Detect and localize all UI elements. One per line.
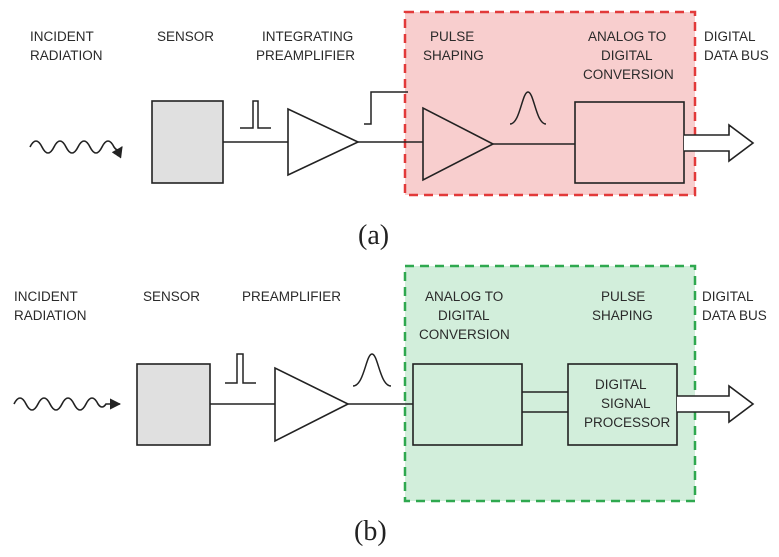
label-a-incident-1: INCIDENT <box>30 29 94 44</box>
panel-a: INCIDENT RADIATION SENSOR INTEGRATING PR… <box>29 10 769 251</box>
caption-b: (b) <box>354 516 387 547</box>
label-b-dsp-1: DIGITAL <box>595 377 647 392</box>
label-b-adc-1: ANALOG TO <box>425 289 503 304</box>
label-a-preamp-1: INTEGRATING <box>262 29 353 44</box>
label-b-incident-2: RADIATION <box>14 308 87 323</box>
label-b-adc-2: DIGITAL <box>438 308 490 323</box>
preamp-triangle-b <box>274 366 350 443</box>
label-a-shaping-2: SHAPING <box>423 48 484 63</box>
gaussian-pulse-icon-a <box>509 91 547 125</box>
label-a-adc-3: CONVERSION <box>583 67 674 82</box>
gaussian-pulse-icon-b <box>352 353 392 387</box>
adc-block-a <box>574 101 685 184</box>
label-b-incident-1: INCIDENT <box>14 289 78 304</box>
label-a-sensor: SENSOR <box>157 29 214 44</box>
label-b-bus-1: DIGITAL <box>702 289 754 304</box>
radiation-wave-a <box>29 140 123 159</box>
radiation-wave-b <box>13 397 122 411</box>
data-bus-arrow-b <box>677 384 755 424</box>
shaper-triangle-a <box>422 106 495 182</box>
label-a-adc-2: DIGITAL <box>601 48 653 63</box>
label-b-dsp-3: PROCESSOR <box>584 415 671 430</box>
label-a-preamp-2: PREAMPLIFIER <box>256 48 355 63</box>
sensor-block-a <box>151 100 224 184</box>
data-bus-arrow-a <box>684 123 755 163</box>
label-a-bus-2: DATA BUS <box>704 48 769 63</box>
label-a-incident-2: RADIATION <box>30 48 103 63</box>
caption-a: (a) <box>358 220 389 251</box>
label-b-dsp-2: SIGNAL <box>601 396 651 411</box>
label-a-shaping-1: PULSE <box>430 29 474 44</box>
label-b-shaping-1: PULSE <box>601 289 645 304</box>
adc-block-b <box>412 363 523 446</box>
label-a-bus-1: DIGITAL <box>704 29 756 44</box>
pulse-step-icon-b <box>225 353 256 384</box>
preamp-triangle-a <box>287 107 360 177</box>
sensor-block-b <box>136 363 211 446</box>
panel-b: INCIDENT RADIATION SENSOR PREAMPLIFIER A… <box>13 264 767 547</box>
label-b-preamp: PREAMPLIFIER <box>242 289 341 304</box>
label-b-sensor: SENSOR <box>143 289 200 304</box>
label-b-adc-3: CONVERSION <box>419 327 510 342</box>
pulse-step-icon-a <box>240 100 271 129</box>
label-a-adc-1: ANALOG TO <box>588 29 666 44</box>
label-b-shaping-2: SHAPING <box>592 308 653 323</box>
label-b-bus-2: DATA BUS <box>702 308 767 323</box>
step-icon-a <box>364 91 408 125</box>
